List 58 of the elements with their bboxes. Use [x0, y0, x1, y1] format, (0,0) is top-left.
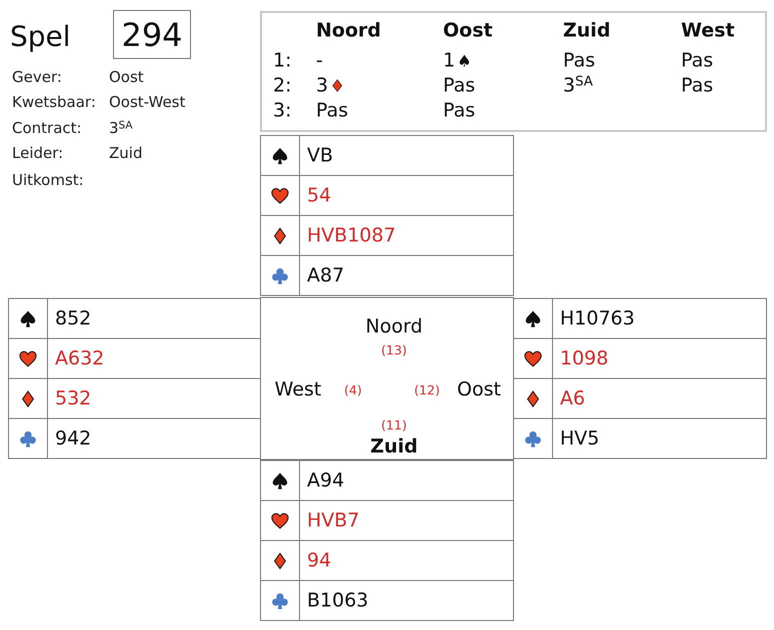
seat-header: Noord [316, 20, 381, 42]
field-label: Uitkomst: [12, 171, 84, 189]
seat-header: Oost [443, 20, 493, 42]
round-number: 3: [273, 100, 292, 122]
trick-count: (13) [381, 342, 407, 358]
card-holding: 852 [55, 308, 92, 330]
card-holding: 1098 [560, 348, 608, 370]
bid: Pas [443, 100, 476, 122]
seat-name: Noord [366, 316, 422, 338]
seat-name: Zuid [370, 436, 418, 458]
hand-table [260, 460, 514, 621]
deal-number-box [113, 10, 191, 59]
card-holding: HVB7 [307, 510, 360, 532]
field-label: Kwetsbaar: [12, 93, 96, 111]
card-holding: 532 [55, 388, 92, 410]
card-holding: 54 [307, 184, 332, 208]
field-label: Gever: [12, 68, 62, 86]
card-holding: A6 [560, 388, 586, 410]
deal-number: 294 [121, 15, 183, 54]
card-holding: HVB1087 [307, 224, 396, 248]
card-holding: VB [307, 144, 334, 168]
trick-count: (12) [414, 382, 440, 398]
card-holding: 94 [307, 550, 332, 572]
round-number: 2: [273, 74, 292, 98]
seat-name: Oost [457, 378, 501, 402]
field-value: Zuid [109, 144, 142, 162]
bid: 3♦ [316, 74, 345, 98]
bid: Pas [563, 50, 596, 72]
card-holding: A632 [55, 348, 104, 370]
card-holding: A87 [307, 264, 344, 288]
field-value: Oost [109, 68, 144, 86]
bid: Pas [681, 50, 714, 72]
card-holding: A94 [307, 470, 344, 492]
seat-header: West [681, 20, 735, 42]
deal-label: Spel [10, 20, 71, 54]
trick-count: (11) [381, 418, 407, 432]
trick-count: (4) [344, 382, 362, 398]
bidding-box [260, 11, 767, 132]
card-holding: H10763 [560, 308, 635, 330]
card-holding: HV5 [560, 428, 600, 450]
field-label: Contract: [12, 119, 82, 137]
bid: Pas [443, 74, 476, 98]
card-holding: B1063 [307, 590, 368, 612]
bid: Pas [316, 100, 348, 122]
round-number: 1: [273, 50, 292, 72]
field-value: 3$^{SA}$ [109, 119, 133, 137]
seat-name: West [274, 378, 322, 402]
card-holding: 942 [55, 428, 92, 450]
field-label: Leider: [12, 144, 64, 162]
bid: 1♠ [443, 50, 472, 72]
field-value: Oost-West [109, 93, 186, 111]
hand-table [513, 298, 767, 459]
bid: Pas [681, 74, 714, 98]
hand-table [260, 135, 514, 296]
hand-table [8, 298, 261, 459]
bid: 3$^{SA}$ [563, 74, 593, 98]
seat-header: Zuid [563, 20, 610, 42]
bid: - [316, 50, 323, 72]
